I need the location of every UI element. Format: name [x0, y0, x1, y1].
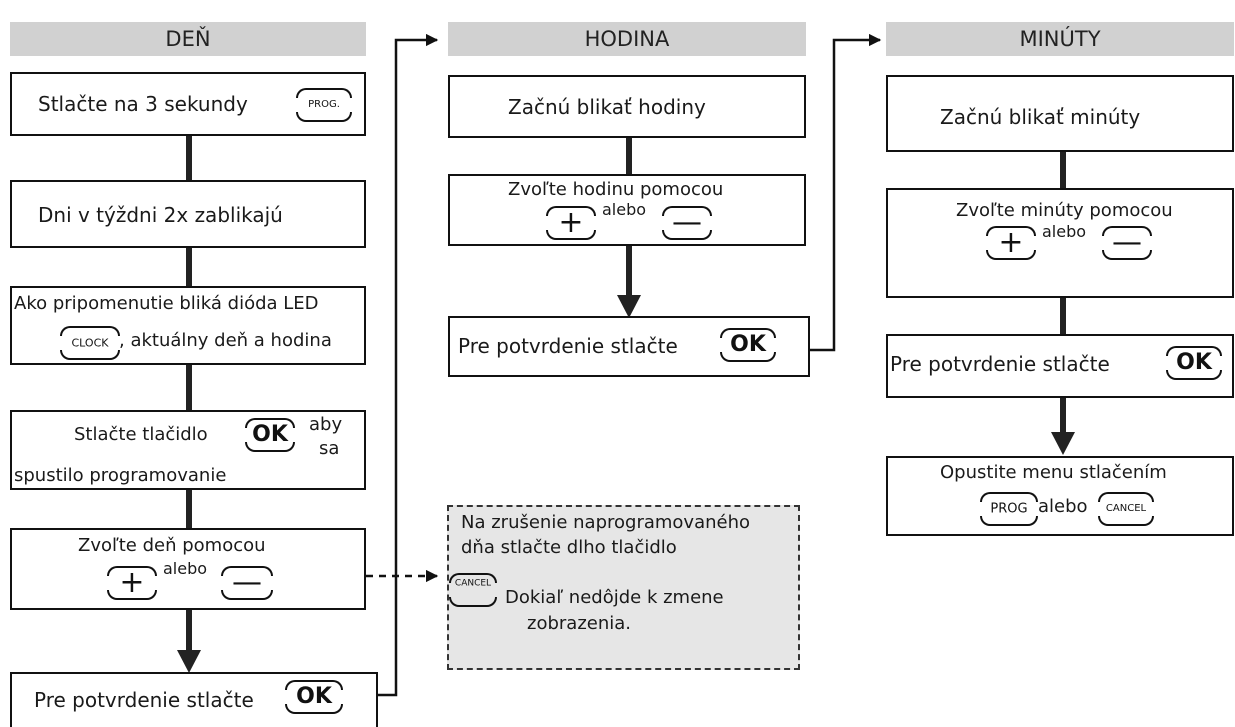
hour-step-select: Zvoľte hodinu pomocou + alebo —: [448, 174, 806, 246]
cancel-note-line3: Dokiaľ nedôjde k zmene: [505, 587, 724, 608]
day-step-start-line1: Stlačte tlačidlo: [74, 424, 208, 445]
day-step-blink: Dni v týždni 2x zablikajú: [10, 180, 366, 248]
ok-button: OK: [245, 418, 295, 452]
clock-button: CLOCK: [60, 326, 120, 360]
or-label: alebo: [163, 559, 208, 578]
day-step-confirm-text: Pre potvrdenie stlačte: [34, 688, 254, 712]
day-step-confirm: Pre potvrdenie stlačte OK: [10, 672, 378, 727]
day-step-reminder-line2: , aktuálny deň a hodina: [119, 330, 332, 351]
minus-button: —: [221, 566, 273, 600]
or-label: alebo: [602, 200, 647, 219]
ok-button: OK: [1166, 346, 1222, 380]
or-label: alebo: [1038, 496, 1088, 517]
hour-step-blink-text: Začnú blikať hodiny: [508, 95, 706, 119]
cancel-note-line4: zobrazenia.: [527, 613, 632, 634]
day-step-select-text: Zvoľte deň pomocou: [78, 535, 266, 556]
minutes-step-select-text: Zvoľte minúty pomocou: [956, 200, 1173, 221]
prog-button: PROG.: [296, 88, 352, 122]
or-label: alebo: [1042, 222, 1087, 241]
minutes-step-blink-text: Začnú blikať minúty: [940, 105, 1141, 129]
cancel-note-line2: dňa stlačte dlho tlačidlo: [461, 537, 677, 558]
cancel-button: CANCEL: [449, 573, 497, 607]
day-step-blink-text: Dni v týždni 2x zablikajú: [38, 203, 283, 227]
plus-button: +: [546, 206, 596, 240]
cancel-button: CANCEL: [1098, 492, 1154, 526]
minutes-step-confirm-text: Pre potvrdenie stlačte: [890, 352, 1110, 376]
day-step-start-sa: sa: [319, 438, 340, 459]
header-hour: HODINA: [448, 22, 806, 56]
hour-step-blink: Začnú blikať hodiny: [448, 75, 806, 138]
plus-button: +: [107, 566, 157, 600]
day-step-hold: Stlačte na 3 sekundy PROG.: [10, 72, 366, 136]
prog-button: PROG: [980, 492, 1038, 526]
minutes-step-exit-text: Opustite menu stlačením: [940, 462, 1167, 483]
cancel-note-line1: Na zrušenie naprogramovaného: [461, 512, 751, 533]
day-step-start-aby: aby: [309, 414, 343, 435]
hour-step-confirm-text: Pre potvrdenie stlačte: [458, 334, 678, 358]
day-step-reminder: Ako pripomenutie bliká dióda LED CLOCK ,…: [10, 286, 366, 365]
cancel-note: Na zrušenie naprogramovaného dňa stlačte…: [447, 505, 800, 670]
day-step-select: Zvoľte deň pomocou + alebo —: [10, 528, 366, 610]
day-step-start-line2: spustilo programovanie: [14, 465, 227, 486]
ok-button: OK: [720, 328, 776, 362]
minutes-step-blink: Začnú blikať minúty: [886, 75, 1234, 152]
hour-step-confirm: Pre potvrdenie stlačte OK: [448, 316, 810, 377]
ok-button: OK: [285, 680, 343, 714]
day-step-start: Stlačte tlačidlo OK aby sa spustilo prog…: [10, 410, 366, 490]
minus-button: —: [662, 206, 712, 240]
plus-button: +: [986, 226, 1036, 260]
minutes-step-exit: Opustite menu stlačením PROG alebo CANCE…: [886, 456, 1234, 536]
header-day: DEŇ: [10, 22, 366, 56]
minutes-step-confirm: Pre potvrdenie stlačte OK: [886, 334, 1234, 398]
day-step-hold-text: Stlačte na 3 sekundy: [38, 92, 248, 116]
header-minutes: MINÚTY: [886, 22, 1234, 56]
minutes-step-select: Zvoľte minúty pomocou + alebo —: [886, 188, 1234, 298]
hour-step-select-text: Zvoľte hodinu pomocou: [508, 179, 724, 200]
day-step-reminder-line1: Ako pripomenutie bliká dióda LED: [14, 293, 319, 314]
minus-button: —: [1102, 226, 1152, 260]
